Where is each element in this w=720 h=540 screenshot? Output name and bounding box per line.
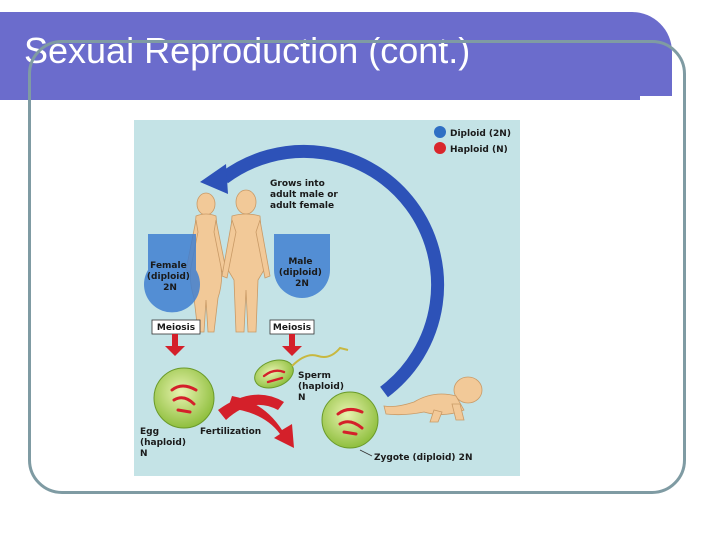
cycle-arrow-head	[200, 164, 228, 194]
sperm-label: Sperm (haploid) N	[298, 371, 347, 403]
zygote-cell	[321, 391, 379, 449]
fertilization-arrow	[228, 396, 294, 448]
meiosis-label-male: Meiosis	[273, 323, 311, 333]
female-diploid-circle	[144, 234, 200, 313]
sperm-tail	[291, 346, 349, 367]
legend-haploid-label: Haploid (N)	[450, 145, 508, 155]
slide-title: Sexual Reproduction (cont.)	[24, 30, 471, 71]
zygote-label: Zygote (diploid) 2N	[374, 453, 472, 463]
title-bar	[0, 12, 672, 96]
legend-diploid-dot	[434, 126, 446, 138]
cycle-arrow	[220, 144, 445, 398]
male-figure	[221, 189, 271, 333]
life-cycle-diagram: Diploid (2N) Haploid (N) Grows into adul…	[134, 120, 520, 476]
fertilization-label: Fertilization	[200, 427, 261, 437]
egg-label: Egg (haploid) N	[140, 427, 189, 459]
zygote-chromosomes	[336, 407, 364, 436]
sperm-cell	[254, 359, 294, 389]
meiosis-arrow-male	[282, 334, 302, 356]
baby-figure	[383, 376, 483, 423]
legend-haploid-dot	[434, 142, 446, 154]
meiosis-arrow-female	[165, 334, 185, 356]
title-underline	[0, 96, 640, 100]
egg-chromosomes	[170, 384, 198, 414]
male-label: Male (diploid) 2N	[279, 257, 325, 289]
grows-into-label: Grows into adult male or adult female	[270, 179, 341, 211]
meiosis-label-female: Meiosis	[157, 323, 195, 333]
sperm-chromosomes	[262, 369, 286, 384]
content-frame	[28, 40, 686, 494]
male-diploid-circle	[274, 234, 330, 298]
female-label: Female (diploid) 2N	[147, 261, 193, 293]
zygote-pointer	[359, 449, 373, 457]
legend-diploid-label: Diploid (2N)	[450, 129, 511, 139]
